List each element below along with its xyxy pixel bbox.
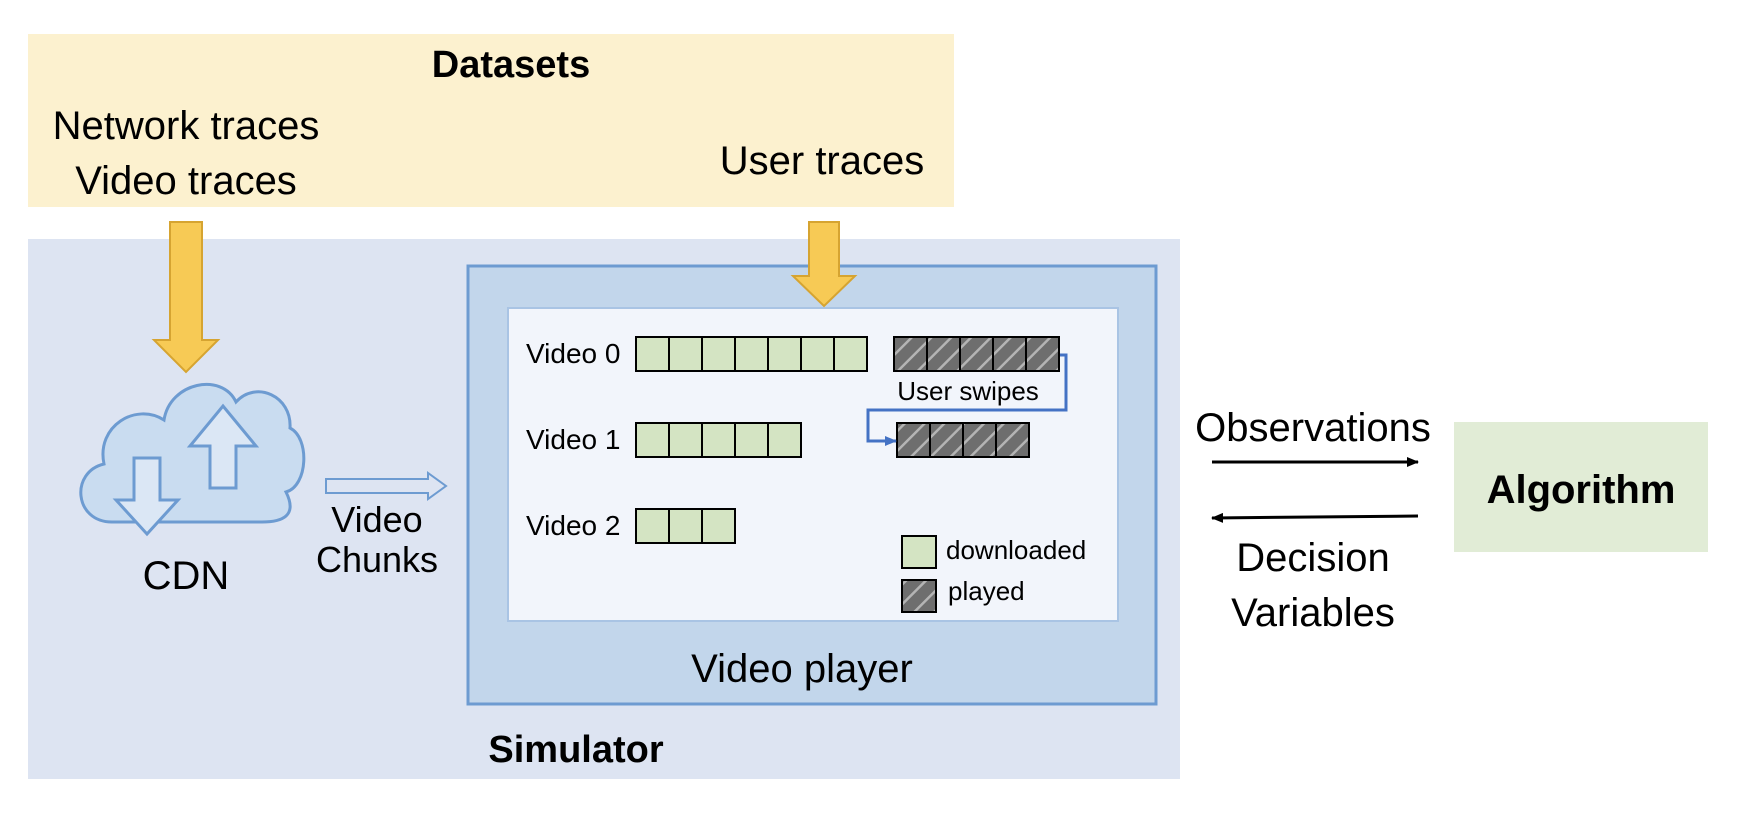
played-chunk [929,422,964,458]
downloaded-chunk [635,422,670,458]
algorithm-box [1454,422,1708,552]
played-chunk [992,336,1027,372]
downloaded-chunk [701,422,736,458]
upload-arrow-icon [186,403,260,490]
legend-downloaded-swatch [901,535,937,569]
network-traces-label: Network traces [53,104,320,148]
download-arrow-icon [112,456,182,537]
downloaded-chunk [635,336,670,372]
downloaded-chunk [635,508,670,544]
video-2-label: Video 2 [526,510,620,541]
video-1-label: Video 1 [526,424,620,455]
played-chunk [959,336,994,372]
downloaded-chunk [734,336,769,372]
downloaded-chunk [668,422,703,458]
user-swipe-connector [866,353,1068,446]
played-chunk [995,422,1030,458]
video-chunks-arrow [325,471,448,501]
downloaded-chunk [701,508,736,544]
simulator-title: Simulator [488,729,663,771]
decision-label-line1: Decision [1236,536,1389,580]
video-player-title: Video player [691,647,913,691]
played-chunk [893,336,928,372]
legend-played-label: played [948,576,1025,606]
played-chunk [926,336,961,372]
video-traces-label: Video traces [75,159,297,203]
downloaded-chunk [668,336,703,372]
played-chunk [896,422,931,458]
played-chunk [1025,336,1060,372]
datasets-panel [28,34,954,207]
legend-played-swatch [901,579,937,613]
datasets-title: Datasets [432,44,590,86]
observations-label: Observations [1195,406,1431,450]
downloaded-chunk [800,336,835,372]
downloaded-chunk [668,508,703,544]
algorithm-title: Algorithm [1487,468,1676,512]
cloud-icon [79,382,306,537]
downloaded-chunk [734,422,769,458]
user-traces-arrow [790,221,858,308]
cdn-label: CDN [143,554,230,598]
played-chunks [893,336,1060,458]
user-swipes-label: User swipes [897,376,1039,406]
downloaded-chunk [767,422,802,458]
user-traces-label: User traces [720,139,925,183]
played-chunk [962,422,997,458]
downloaded-chunk [833,336,868,372]
video-0-label: Video 0 [526,338,620,369]
downloaded-chunk [701,336,736,372]
network-traces-arrow [151,221,221,374]
downloaded-chunks [635,336,868,544]
video-chunks-label-line2: Chunks [316,539,438,580]
legend-downloaded-label: downloaded [946,535,1086,565]
video-chunks-label-line1: Video [331,499,422,540]
decision-label-line2: Variables [1231,591,1395,635]
decision-arrow [1211,512,1419,523]
downloaded-chunk [767,336,802,372]
